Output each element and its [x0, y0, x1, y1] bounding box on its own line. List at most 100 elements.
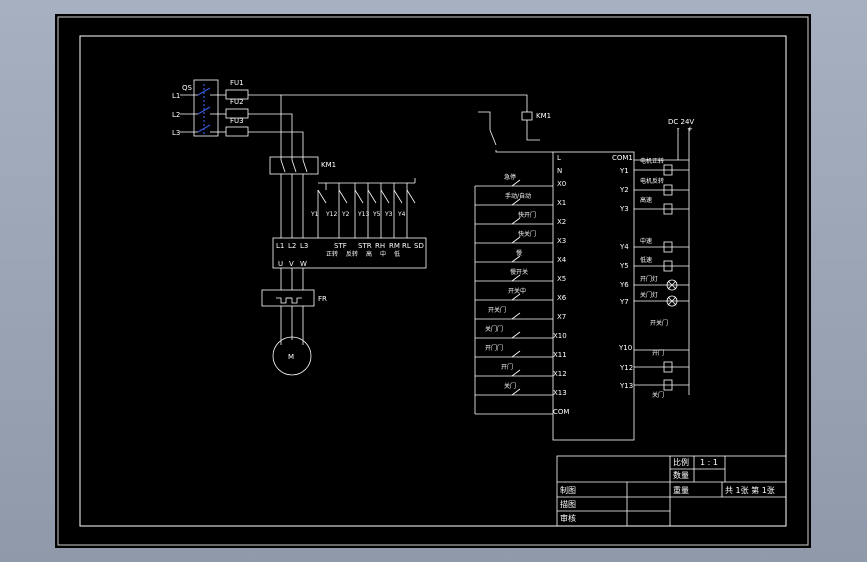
inverter-sub-4: 低	[394, 250, 400, 258]
dc-minus: -	[677, 125, 680, 133]
plc-in-com: COM	[553, 408, 569, 416]
fuse-fu1	[225, 89, 249, 100]
motor-label: M	[288, 353, 294, 361]
relay-label-y3: Y3	[384, 211, 393, 218]
plc-in-x5: X5	[557, 275, 566, 283]
input-name-7: 开关门	[488, 306, 506, 314]
relay-label-y2: Y2	[341, 211, 350, 218]
inverter-rl: RL	[402, 242, 411, 250]
plc-in-x4: X4	[557, 256, 567, 264]
km1-coil-label: KM1	[536, 112, 551, 120]
km1-contactor	[269, 156, 319, 175]
plc-out-y13: Y13	[619, 382, 633, 390]
tb-row-2: 审核	[560, 513, 576, 523]
relay-label-y4: Y4	[397, 211, 406, 218]
input-name-5: 慢开关	[510, 268, 528, 276]
plc-out-y10: Y10	[618, 344, 632, 352]
fuse-fu2	[225, 108, 249, 119]
output-name-2: 高速	[640, 196, 652, 204]
inverter-sd: SD	[414, 242, 424, 250]
tb-row-0: 制图	[560, 485, 576, 495]
tb-row-1: 描图	[560, 499, 576, 509]
relay-label-y13: Y13	[357, 211, 369, 218]
relay-label-y5: Y5	[372, 211, 381, 218]
tb-scale-value: 1 : 1	[700, 458, 718, 467]
tb-qty-label: 数量	[673, 470, 689, 480]
relay-label-y12: Y12	[325, 211, 337, 218]
drawing-sheet	[55, 14, 811, 548]
plc-out-y2: Y2	[619, 186, 629, 194]
plc-out-y5: Y5	[619, 262, 629, 270]
input-contacts	[511, 179, 521, 396]
plc-out-y6: Y6	[619, 281, 629, 289]
output-name-8: 开门	[652, 349, 664, 357]
fuse-fu3	[225, 126, 249, 137]
plc-out-y7: Y7	[619, 298, 629, 306]
title-block-grid	[556, 455, 787, 527]
input-name-10: 开门	[501, 363, 513, 371]
input-name-1: 手动/自动	[505, 192, 531, 200]
output-name-4: 低速	[640, 256, 652, 264]
output-ladder	[634, 128, 690, 395]
inverter-sub-1: 反转	[346, 250, 358, 258]
output-name-6: 关门灯	[640, 291, 658, 299]
inverter-rh: RH	[375, 242, 385, 250]
inverter-str: STR	[358, 242, 372, 250]
inverter-sub-3: 中	[380, 250, 386, 258]
output-name-1: 电机反转	[640, 177, 664, 185]
plc-in-x13: X13	[553, 389, 567, 397]
inverter-rm: RM	[389, 242, 400, 250]
inverter-in-l3: L3	[300, 242, 308, 250]
plc-in-x2: X2	[557, 218, 566, 226]
input-name-4: 慢	[516, 249, 522, 257]
dc-plus: +	[687, 125, 693, 133]
plc-out-y3: Y3	[619, 205, 629, 213]
plc-com1: COM1	[612, 154, 633, 162]
fuse-fu3-label: FU3	[230, 117, 244, 125]
qs-blades	[197, 84, 211, 134]
inverter-stf: STF	[334, 242, 347, 250]
plc-box	[552, 151, 635, 441]
input-name-8: 关门门	[485, 325, 503, 333]
fr-label: FR	[318, 295, 327, 303]
km1-contactor-label: KM1	[321, 161, 336, 169]
sheet-border-inner	[79, 35, 787, 527]
output-name-5: 开门灯	[640, 275, 658, 283]
plc-in-x1: X1	[557, 199, 566, 207]
plc-in-x7: X7	[557, 313, 566, 321]
tb-sheets: 共 1张 第 1张	[725, 485, 775, 495]
input-name-3: 快关门	[518, 230, 536, 238]
output-name-0: 电机正转	[640, 157, 664, 165]
sheet-border-outer	[57, 16, 809, 546]
dc-label: DC 24V	[668, 118, 694, 126]
inverter-in-l1: L1	[276, 242, 284, 250]
fuse-fu1-label: FU1	[230, 79, 244, 87]
plc-out-y4: Y4	[619, 243, 629, 251]
input-ladder	[474, 185, 553, 415]
plc-in-x0: X0	[557, 180, 566, 188]
plc-in-x10: X10	[553, 332, 567, 340]
input-name-0: 急停	[504, 173, 516, 181]
plc-in-x6: X6	[557, 294, 567, 302]
inverter-sub-2: 高	[366, 250, 372, 258]
input-name-6: 开关中	[508, 287, 526, 295]
plc-in-x11: X11	[553, 351, 567, 359]
qs-switch-box	[193, 79, 219, 137]
qs-label: QS	[182, 84, 193, 92]
phase-l1-label: L1	[172, 92, 180, 100]
inverter-out-v: V	[289, 260, 294, 268]
inverter-box	[272, 237, 427, 269]
relay-label-y1: Y1	[310, 211, 319, 218]
phase-l3-label: L3	[172, 129, 180, 137]
fuse-fu2-label: FU2	[230, 98, 244, 106]
inverter-in-l2: L2	[288, 242, 296, 250]
plc-in-x12: X12	[553, 370, 567, 378]
input-name-9: 开门门	[485, 344, 503, 352]
tb-scale-label: 比例	[673, 457, 689, 467]
plc-out-y1: Y1	[619, 167, 629, 175]
plc-out-y12: Y12	[619, 364, 633, 372]
plc-in-x3: X3	[557, 237, 566, 245]
relay-contacts	[317, 178, 416, 238]
